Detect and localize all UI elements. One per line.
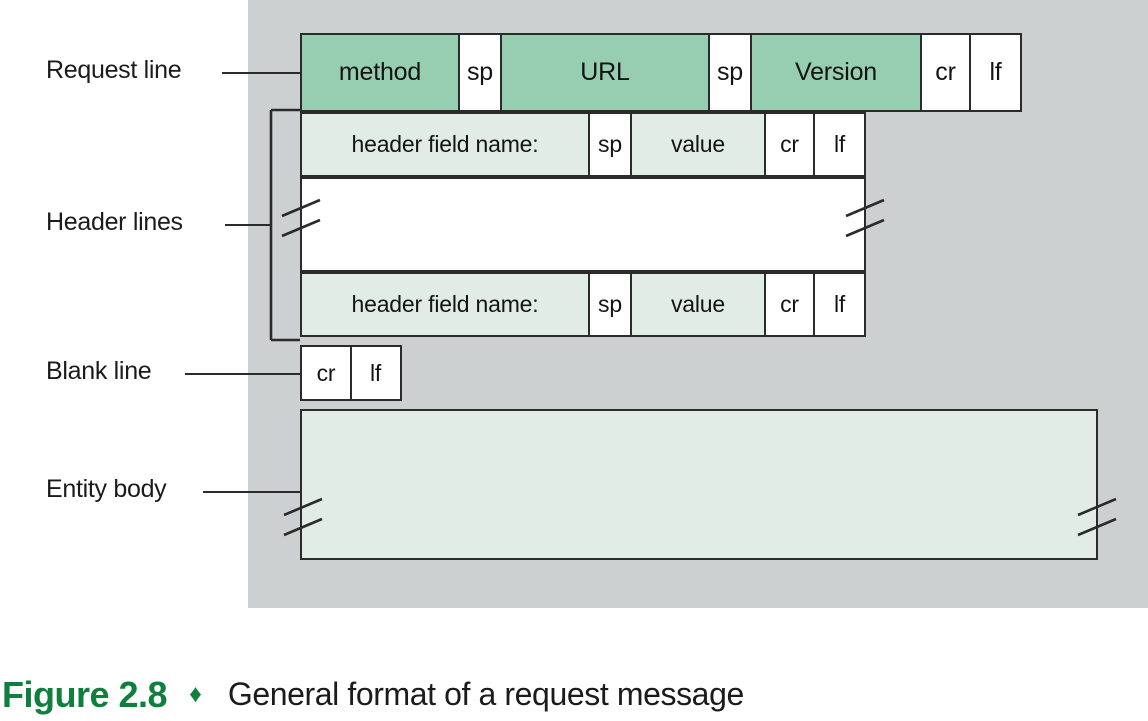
break-mark-header-left [281, 198, 321, 238]
header-line-last-cell-cr: cr [763, 272, 816, 337]
break-mark-entity-left [283, 497, 323, 537]
request-line-cell-version: Version [750, 33, 922, 112]
request-line-cell-sp-1: sp [457, 33, 503, 112]
break-mark-header-right [845, 198, 885, 238]
header-line-first-cell-lf: lf [813, 112, 866, 177]
label-header-lines: Header lines [46, 208, 183, 236]
request-line-cell-lf: lf [969, 33, 1022, 112]
break-mark-entity-right [1077, 497, 1117, 537]
diamond-icon: ♦ [189, 680, 202, 708]
figure-number: Figure 2.8 [2, 673, 168, 715]
request-line-cell-url: URL [500, 33, 710, 112]
leader-line-entity-body [203, 491, 301, 493]
header-line-first-cell-name: header field name: [300, 112, 590, 177]
leader-line-header-lines [225, 224, 271, 226]
blank-line-cell-lf: lf [349, 345, 402, 401]
header-line-last-cell-sp: sp [587, 272, 633, 337]
header-line-last-cell-lf: lf [813, 272, 866, 337]
blank-line-cell-cr: cr [300, 345, 352, 401]
header-line-first-cell-cr: cr [763, 112, 816, 177]
header-lines-bracket [269, 108, 300, 342]
request-line-cell-cr: cr [919, 33, 972, 112]
header-line-last-cell-name: header field name: [300, 272, 590, 337]
figure-caption: Figure 2.8 ♦ General format of a request… [0, 668, 1148, 721]
leader-line-blank-line [185, 373, 301, 375]
label-blank-line: Blank line [46, 357, 152, 385]
label-request-line: Request line [46, 56, 182, 84]
header-lines-continuation-gap [300, 177, 866, 272]
request-line-cell-sp-2: sp [707, 33, 753, 112]
header-line-first-cell-sp: sp [587, 112, 633, 177]
header-line-last-cell-value: value [630, 272, 766, 337]
entity-body-box [300, 409, 1098, 560]
header-line-first-cell-value: value [630, 112, 766, 177]
leader-line-request-line [222, 72, 300, 74]
figure-caption-text: General format of a request message [227, 676, 744, 712]
label-entity-body: Entity body [46, 475, 167, 503]
request-line-cell-method: method [300, 33, 460, 112]
